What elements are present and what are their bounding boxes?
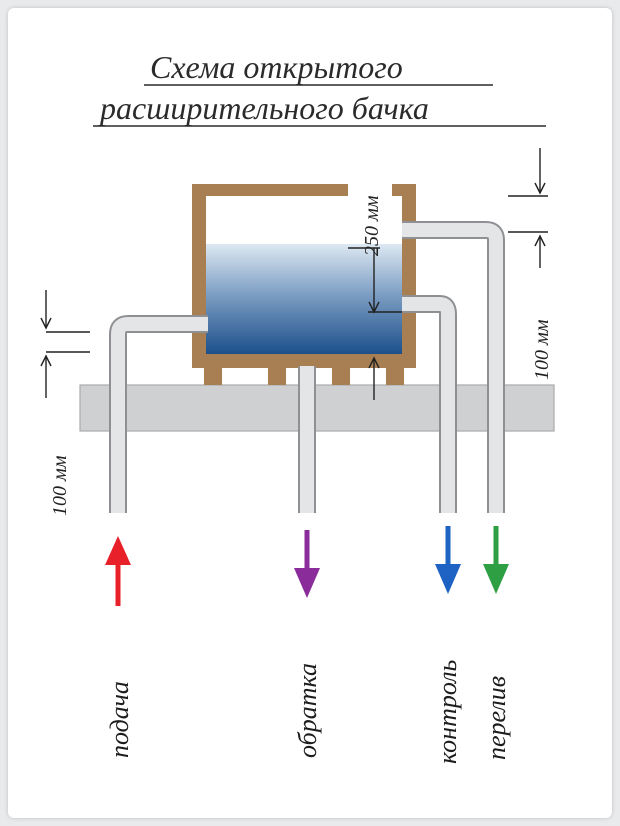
tank-leg: [268, 366, 286, 385]
dimension-tank-gap: 250 мм: [348, 195, 402, 400]
dimension-overflow-rise: 100 мм: [508, 148, 553, 380]
diagram-card: Схема открытого расширительного бачка: [8, 8, 612, 818]
dimension-arrowhead: [534, 234, 546, 247]
tank-wall-right: [402, 184, 416, 366]
dimension-arrowhead: [40, 354, 52, 367]
dimension-supply-rise: 100 мм: [40, 290, 90, 516]
title-line-1: Схема открытого: [150, 49, 403, 85]
control-pipe-inner: [402, 297, 455, 513]
flow-arrows: [105, 526, 509, 606]
floor-slab: [79, 384, 555, 432]
tank-bottom: [192, 354, 416, 368]
tank-water: [206, 244, 402, 354]
label-return: обратка: [293, 663, 322, 758]
pipes: [109, 221, 505, 513]
tank-leg: [332, 366, 350, 385]
dimension-arrowhead: [368, 356, 380, 369]
overflow-arrow-down-icon: [483, 526, 509, 594]
return-arrow-down-icon: [294, 530, 320, 598]
diagram-title: Схема открытого расширительного бачка: [93, 49, 546, 127]
dimension-label-250: 250 мм: [361, 195, 383, 256]
label-control: контроль: [433, 659, 462, 764]
overflow-pipe-inner: [402, 223, 503, 513]
control-arrow-down-icon: [435, 526, 461, 594]
supply-arrow-up-icon: [105, 536, 131, 606]
title-line-2: расширительного бачка: [98, 90, 429, 126]
tank-wall-left: [192, 184, 206, 366]
label-supply: подача: [105, 681, 134, 758]
dimension-arrowhead: [40, 317, 52, 330]
tank-leg: [386, 366, 404, 385]
tank-lid-left: [192, 184, 348, 196]
dimension-label-100-left: 100 мм: [49, 455, 71, 516]
pipe-labels: подача обратка контроль перелив: [105, 659, 511, 764]
dimension-label-100-right: 100 мм: [531, 319, 553, 380]
expansion-tank-scheme: Схема открытого расширительного бачка: [40, 49, 555, 764]
tank-leg: [204, 366, 222, 385]
dimension-arrowhead: [534, 182, 546, 195]
supply-pipe-inner: [111, 317, 208, 513]
tank-supports: [204, 366, 404, 385]
label-overflow: перелив: [482, 676, 511, 760]
